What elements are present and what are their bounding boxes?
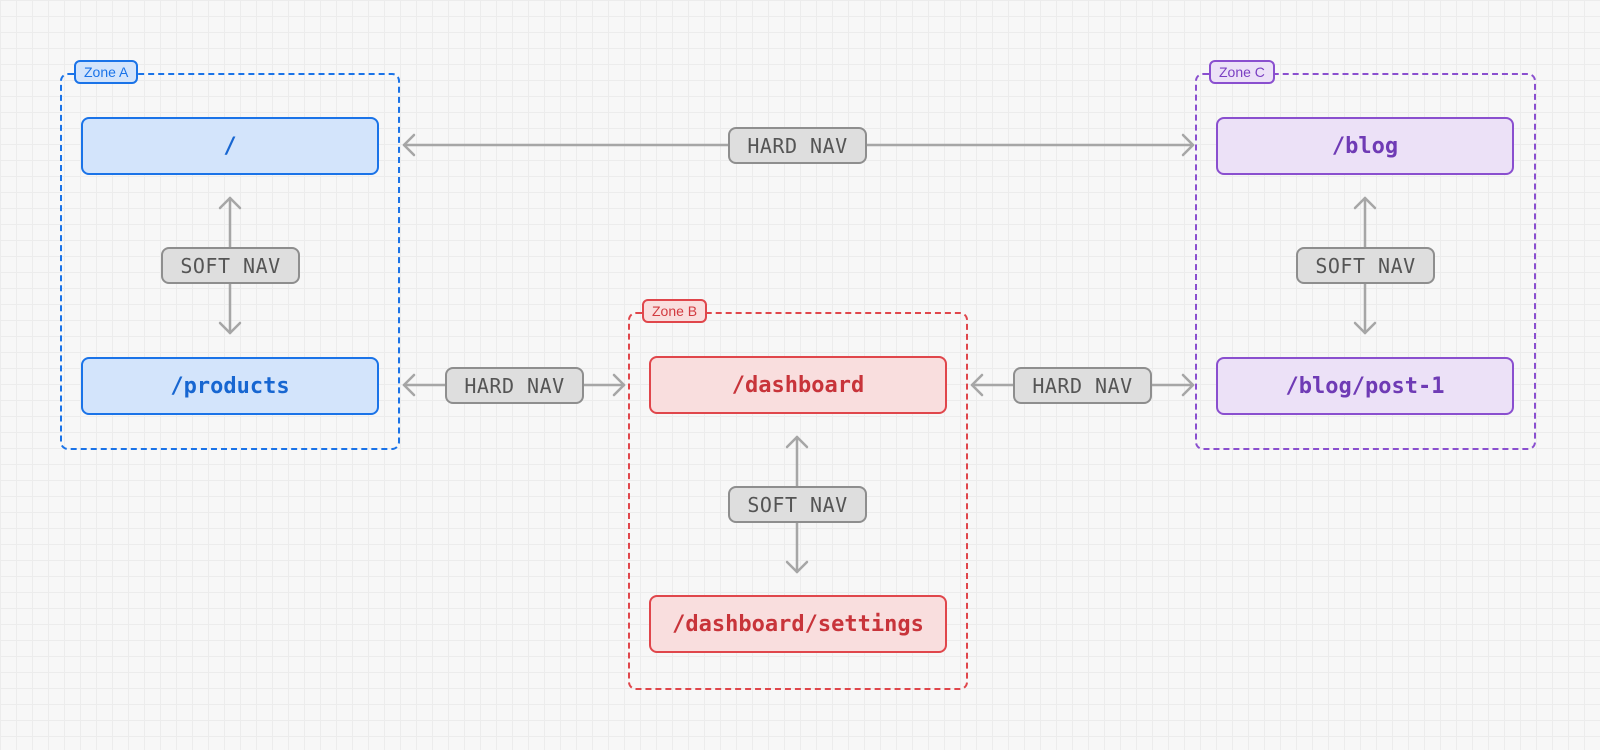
route-home[interactable]: / xyxy=(81,117,379,175)
hard-nav-label-a-c: HARD NAV xyxy=(728,127,867,164)
soft-nav-label-zone-c: SOFT NAV xyxy=(1296,247,1435,284)
soft-nav-label-zone-b: SOFT NAV xyxy=(728,486,867,523)
zone-a-label: Zone A xyxy=(74,60,139,84)
soft-nav-label-zone-a: SOFT NAV xyxy=(161,247,300,284)
route-dashboard-settings[interactable]: /dashboard/settings xyxy=(649,595,947,653)
zone-c: Zone C xyxy=(1195,60,1536,450)
zone-b: Zone B xyxy=(628,299,968,690)
hard-nav-label-a-b: HARD NAV xyxy=(445,367,584,404)
route-blog[interactable]: /blog xyxy=(1216,117,1514,175)
route-blog-post-1[interactable]: /blog/post-1 xyxy=(1216,357,1514,415)
route-dashboard[interactable]: /dashboard xyxy=(649,356,947,414)
zone-a: Zone A xyxy=(60,60,400,450)
hard-nav-label-b-c: HARD NAV xyxy=(1013,367,1152,404)
route-products[interactable]: /products xyxy=(81,357,379,415)
zone-c-label: Zone C xyxy=(1209,60,1275,84)
zone-b-label: Zone B xyxy=(642,299,708,323)
